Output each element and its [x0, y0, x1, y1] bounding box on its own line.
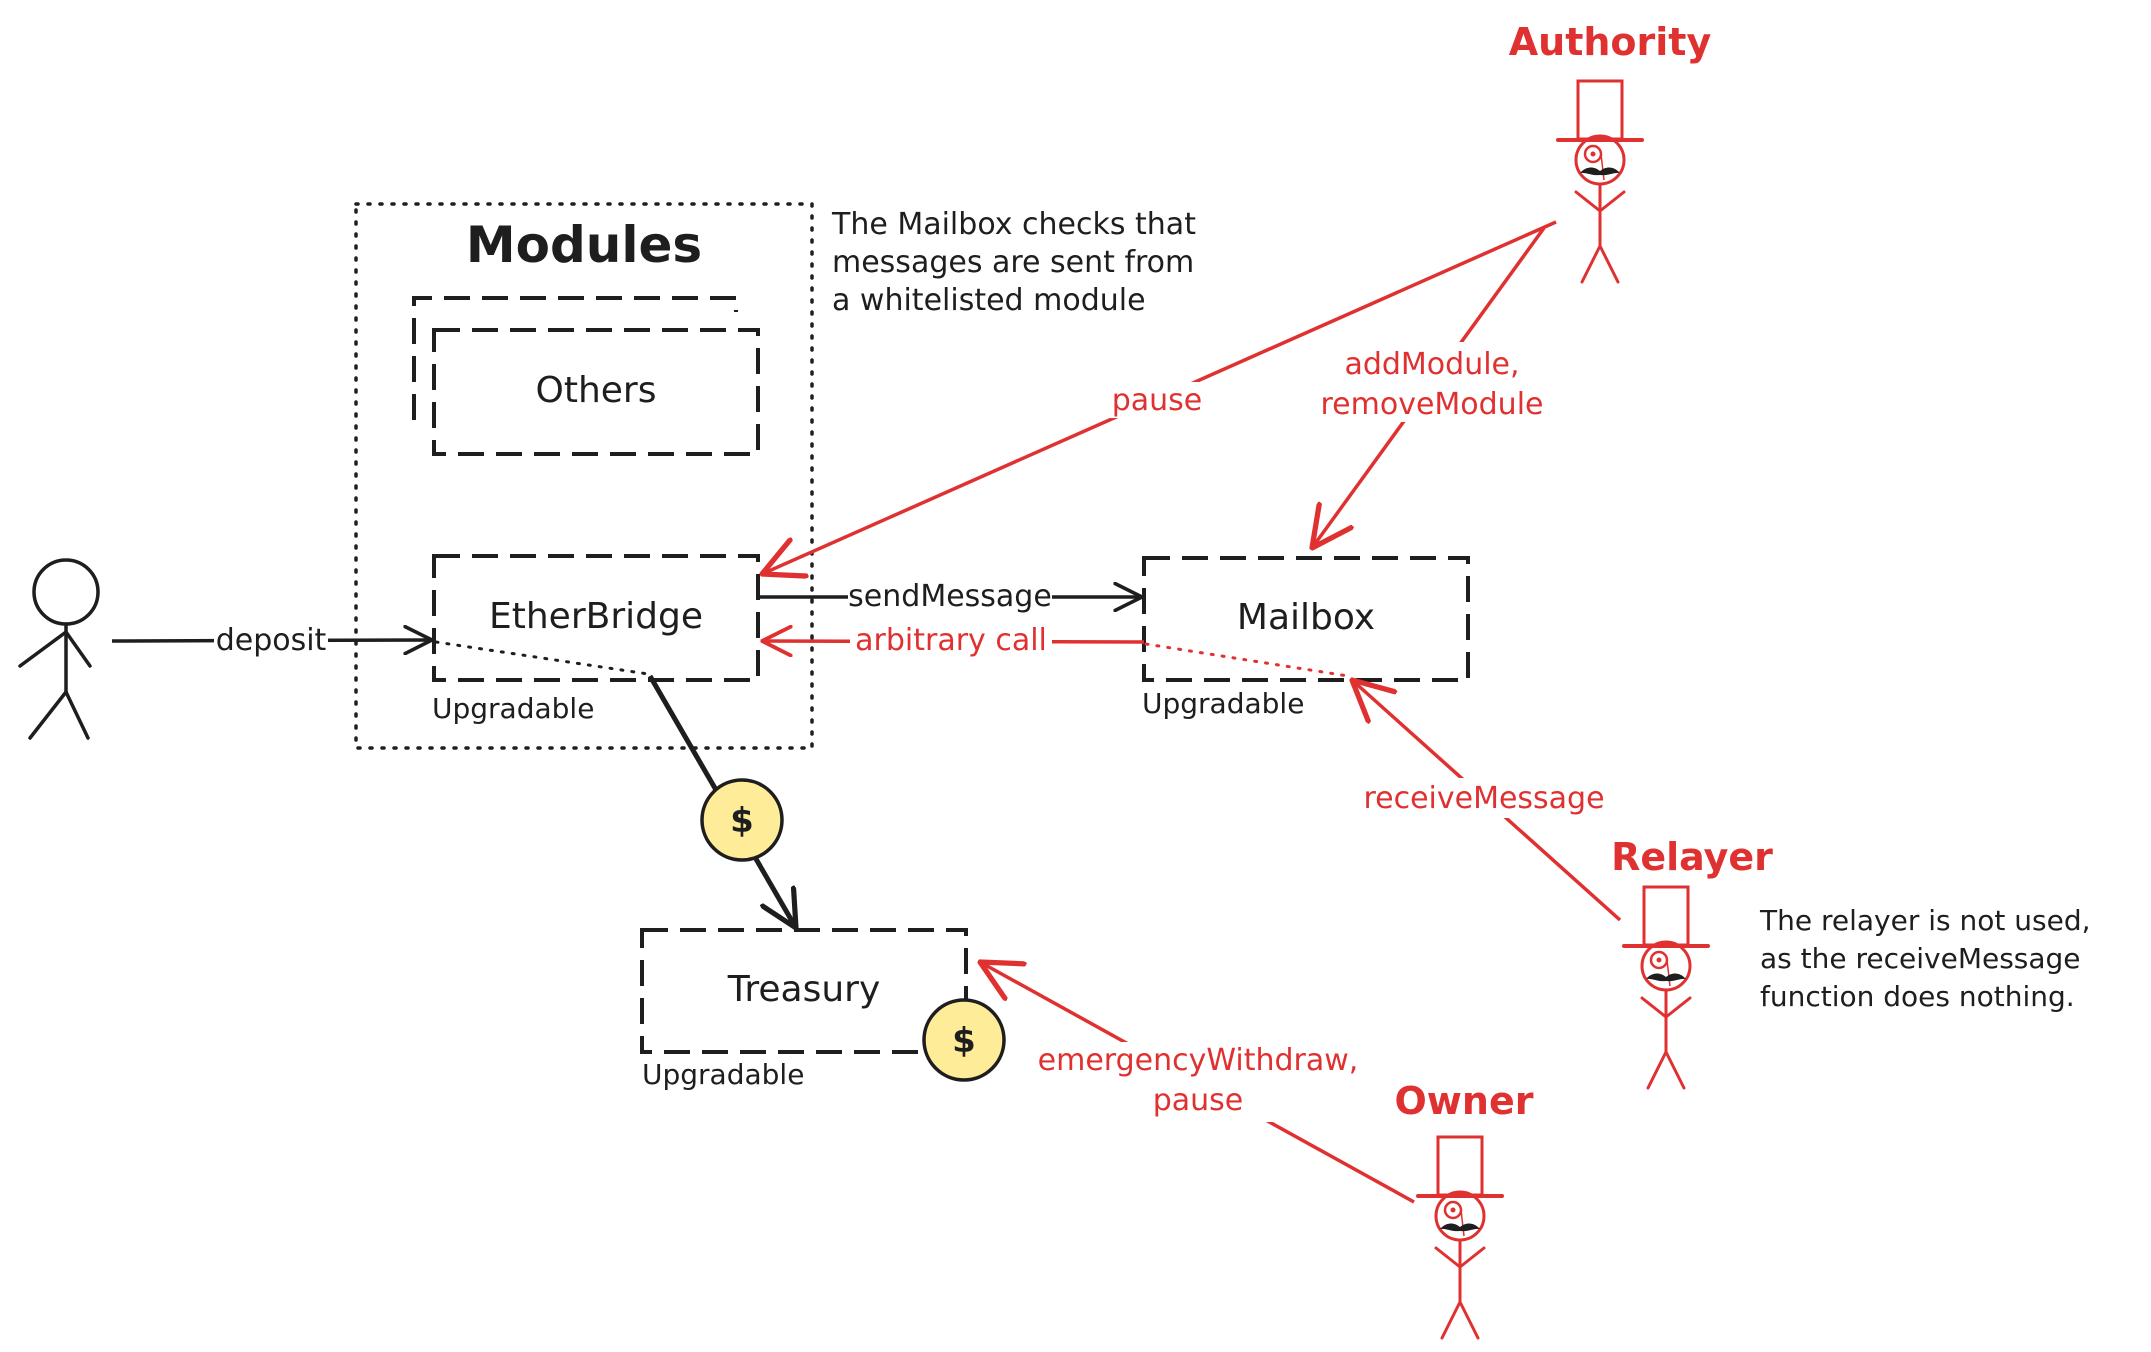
edge-emergency-pause-label: pause: [1153, 1083, 1244, 1118]
edge-arbitrary-call: arbitrary call: [762, 623, 1145, 658]
owner-actor: Owner: [1395, 1079, 1534, 1340]
edge-receive-message: receiveMessage: [1352, 680, 1622, 922]
top-hat-actor-icon: [1622, 885, 1710, 1090]
edge-receive-message-label: receiveMessage: [1363, 781, 1604, 816]
edge-deposit: deposit: [111, 623, 432, 658]
note-relayer-line-3: function does nothing.: [1760, 980, 2075, 1013]
edge-pause-label: pause: [1112, 383, 1203, 418]
note-relayer-line-2: as the receiveMessage: [1760, 942, 2081, 975]
edge-emergency-withdraw-label: emergencyWithdraw,: [1038, 1043, 1359, 1078]
modules-title: Modules: [466, 216, 702, 274]
note-mailbox-line-3: a whitelisted module: [832, 283, 1146, 318]
etherbridge-dotted-connector: [434, 640, 650, 676]
edge-send-message-label: sendMessage: [848, 579, 1052, 614]
note-relayer-unused: The relayer is not used, as the receiveM…: [1759, 904, 2091, 1013]
mailbox-upgradable-tag: Upgradable: [1142, 687, 1304, 720]
mailbox-label: Mailbox: [1237, 597, 1375, 638]
others-label: Others: [536, 370, 657, 411]
coin-symbol: $: [952, 1021, 976, 1061]
authority-name: Authority: [1509, 20, 1712, 64]
note-mailbox-whitelist: The Mailbox checks that messages are sen…: [831, 207, 1196, 318]
edge-add-module-label: addModule,: [1344, 347, 1519, 382]
top-hat-actor-icon: [1416, 1135, 1504, 1340]
mailbox-dotted-connector: [1144, 642, 1350, 678]
edge-pause: pause: [762, 220, 1557, 574]
top-hat-actor-icon: [1556, 79, 1644, 284]
edge-add-remove-module: addModule, removeModule: [1312, 226, 1546, 548]
owner-name: Owner: [1395, 1079, 1534, 1123]
modules-group: Modules: [354, 202, 814, 750]
mailbox-box[interactable]: Mailbox Upgradable: [1142, 556, 1470, 720]
etherbridge-box[interactable]: EtherBridge Upgradable: [432, 554, 760, 725]
edge-remove-module-label: removeModule: [1320, 387, 1543, 422]
coin-icon: $: [700, 778, 784, 862]
note-mailbox-line-1: The Mailbox checks that: [831, 207, 1196, 242]
treasury-label: Treasury: [727, 969, 881, 1010]
authority-actor: Authority: [1509, 20, 1712, 284]
edge-send-message: sendMessage: [758, 579, 1142, 614]
others-box[interactable]: Others: [412, 296, 760, 456]
coin-symbol: $: [730, 801, 754, 841]
edge-arbitrary-call-label: arbitrary call: [855, 623, 1047, 658]
relayer-actor: Relayer: [1611, 835, 1773, 1090]
etherbridge-label: EtherBridge: [489, 596, 703, 637]
etherbridge-upgradable-tag: Upgradable: [432, 692, 594, 725]
treasury-box[interactable]: Treasury Upgradable: [640, 928, 968, 1091]
edge-deposit-label: deposit: [216, 623, 327, 658]
note-mailbox-line-2: messages are sent from: [832, 245, 1194, 280]
edge-emergency-withdraw: emergencyWithdraw, pause: [980, 962, 1415, 1204]
stick-figure-user-icon: [18, 558, 100, 740]
coin-icon: $: [922, 998, 1006, 1082]
treasury-upgradable-tag: Upgradable: [642, 1058, 804, 1091]
note-relayer-line-1: The relayer is not used,: [1759, 904, 2091, 937]
relayer-name: Relayer: [1611, 835, 1773, 879]
